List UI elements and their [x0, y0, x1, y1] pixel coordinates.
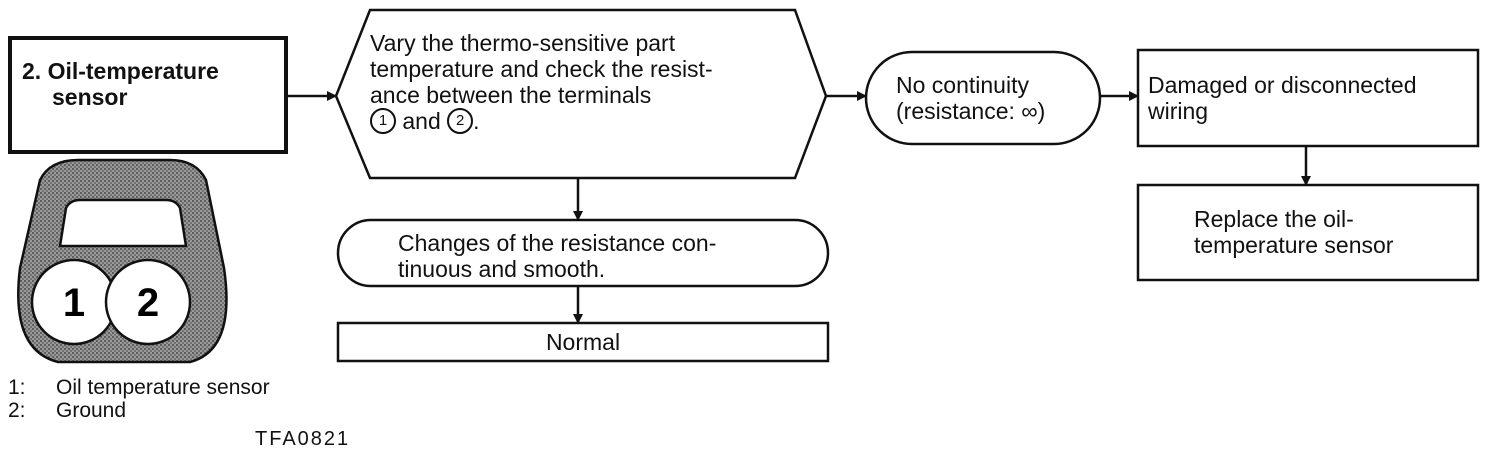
figure-code: TFA0821 [255, 428, 351, 450]
normal-box [336, 321, 830, 363]
replace-sensor-box [1136, 183, 1480, 282]
step-title-line1: 2. Oil-temperature [22, 58, 219, 84]
check-line3: ance between the terminals [370, 82, 652, 108]
replace-text: Replace the oil- temperature sensor [1194, 206, 1393, 258]
changes-terminal [336, 218, 830, 288]
legend-label-1: Oil temperature sensor [56, 376, 270, 399]
legend-num-1: 1: [8, 376, 26, 399]
damaged-line1: Damaged or disconnected [1148, 72, 1417, 98]
step-title: 2. Oil-temperature sensor [22, 58, 219, 110]
normal-text: Normal [545, 329, 621, 355]
terminal-2-marker: 2 [447, 108, 474, 135]
legend: 1: Oil temperature sensor 2: Ground [8, 376, 270, 422]
step-title-line2: sensor [52, 84, 128, 110]
connector-latch-window [58, 198, 188, 248]
connector-pin-1-label: 1 [63, 281, 85, 325]
check-and: and [402, 108, 441, 134]
damaged-line2: wiring [1148, 98, 1209, 124]
check-period: . [473, 108, 480, 134]
changes-text: Changes of the resistance con- tinuous a… [398, 230, 716, 282]
replace-line1: Replace the oil- [1194, 206, 1354, 232]
connector-pin-2-label: 2 [137, 281, 159, 325]
changes-line2: tinuous and smooth. [398, 256, 606, 282]
no-continuity-text: No continuity (resistance: ∞) [896, 72, 1045, 124]
connector-pin-2 [104, 258, 192, 346]
check-line2: temperature and check the resist- [370, 56, 713, 82]
step-title-box [8, 36, 288, 154]
legend-item-1: 1: Oil temperature sensor [8, 376, 270, 399]
check-line1: Vary the thermo-sensitive part [370, 30, 676, 56]
legend-label-2: Ground [56, 399, 127, 422]
changes-line1: Changes of the resistance con- [398, 230, 717, 256]
replace-line2: temperature sensor [1194, 232, 1394, 258]
check-line4: 1 and 2. [370, 108, 713, 135]
terminal-1-marker: 1 [370, 108, 396, 135]
check-instruction: Vary the thermo-sensitive part temperatu… [370, 30, 713, 135]
damaged-text: Damaged or disconnected wiring [1148, 72, 1417, 124]
legend-num-2: 2: [8, 399, 26, 422]
no-continuity-line1: No continuity [896, 72, 1029, 98]
damaged-wiring-box [1136, 48, 1480, 148]
no-continuity-line2: (resistance: ∞) [896, 98, 1046, 124]
connector-illustration: 1 2 [17, 158, 228, 364]
legend-item-2: 2: Ground [8, 399, 270, 422]
